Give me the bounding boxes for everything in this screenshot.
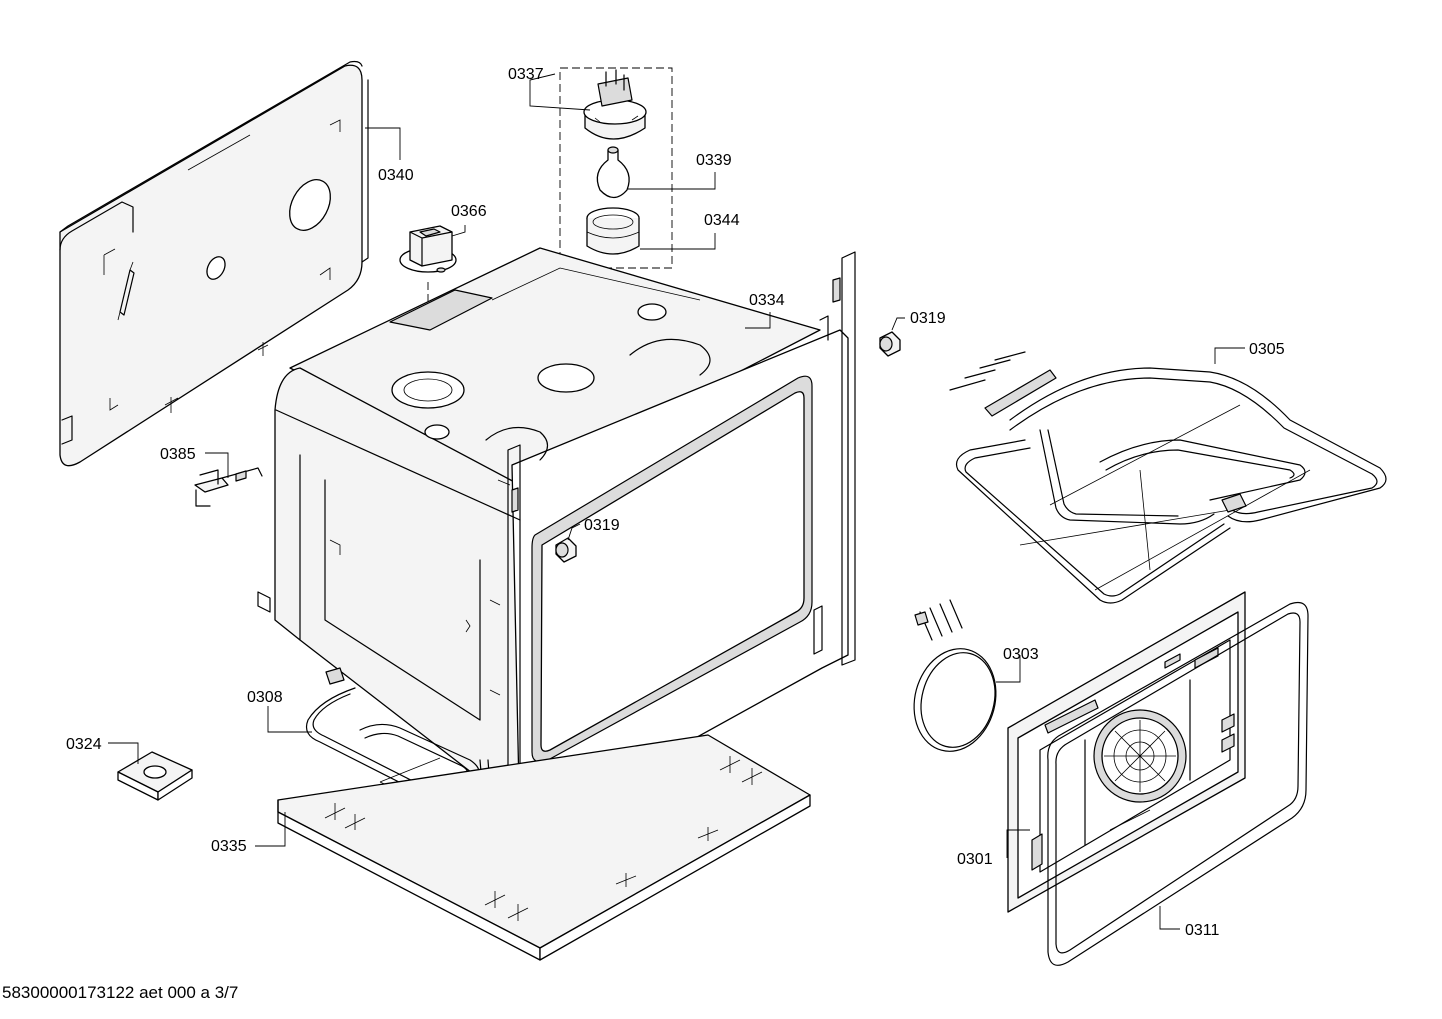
callout-0339: 0339 bbox=[696, 152, 732, 169]
callout-0319-top: 0319 bbox=[910, 310, 946, 327]
callout-0334: 0334 bbox=[749, 292, 785, 309]
part-0305-grill-element bbox=[949, 351, 1387, 604]
callout-0311: 0311 bbox=[1185, 922, 1220, 939]
callout-0324: 0324 bbox=[66, 736, 102, 753]
part-0337-lamp-assembly bbox=[559, 67, 673, 370]
callout-0301: 0301 bbox=[957, 851, 993, 868]
part-0385-bracket bbox=[194, 467, 263, 507]
part-0334-oven-cavity bbox=[257, 247, 856, 856]
callout-0319-front: 0319 bbox=[584, 517, 620, 534]
callout-0366: 0366 bbox=[451, 203, 487, 220]
callout-0335: 0335 bbox=[211, 838, 247, 855]
callout-0340: 0340 bbox=[378, 167, 414, 184]
part-0366-connector bbox=[399, 225, 457, 360]
part-0303-ring-element bbox=[913, 599, 997, 752]
callout-0344: 0344 bbox=[704, 212, 740, 229]
part-0319-bushing-front bbox=[555, 537, 577, 563]
callouts: 0337 0339 0344 0340 0366 0334 0319 0319 … bbox=[66, 66, 1285, 939]
part-0319-bushing-top bbox=[879, 331, 901, 357]
callout-0305: 0305 bbox=[1249, 341, 1285, 358]
leader-lines bbox=[108, 73, 1245, 930]
part-0301-fan-panel bbox=[1007, 591, 1246, 913]
document-reference: 58300000173122 aet 000 a 3/7 bbox=[2, 983, 239, 1002]
part-0335-bottom-mat bbox=[277, 734, 811, 961]
part-0311-gasket bbox=[1047, 601, 1309, 966]
callout-0308: 0308 bbox=[247, 689, 283, 706]
part-0340-rear-panel bbox=[59, 60, 369, 467]
part-0324-spacer bbox=[117, 751, 193, 801]
callout-0337: 0337 bbox=[508, 66, 544, 83]
callout-0303: 0303 bbox=[1003, 646, 1039, 663]
callout-0385: 0385 bbox=[160, 446, 196, 463]
